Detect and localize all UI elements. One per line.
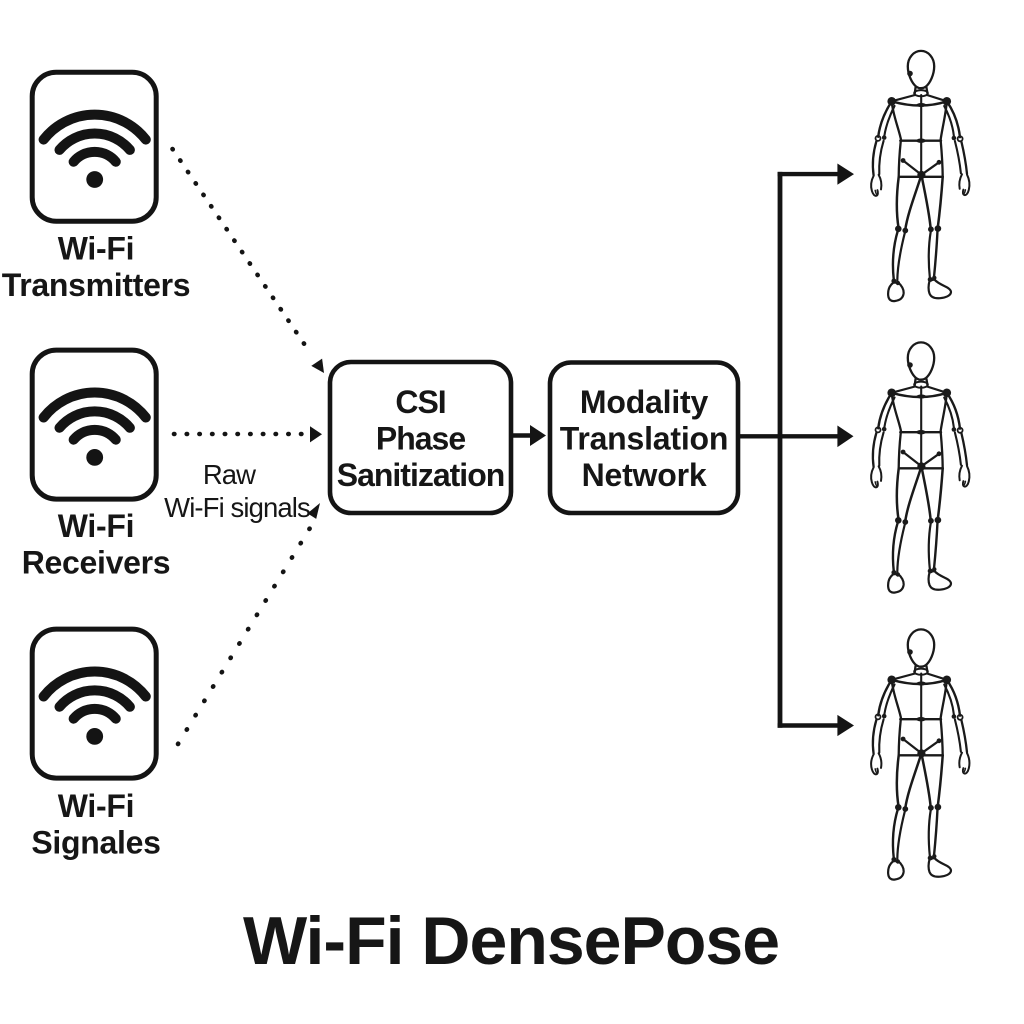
svg-text:Wi-Fi signals: Wi-Fi signals bbox=[164, 492, 310, 523]
svg-text:Wi-Fi: Wi-Fi bbox=[58, 508, 134, 544]
svg-text:Signales: Signales bbox=[31, 824, 160, 860]
svg-text:Modality: Modality bbox=[580, 384, 709, 420]
svg-text:Transmitters: Transmitters bbox=[2, 267, 190, 303]
svg-text:Sanitization: Sanitization bbox=[337, 457, 505, 493]
svg-text:Wi-Fi: Wi-Fi bbox=[58, 231, 134, 267]
svg-text:Wi-Fi: Wi-Fi bbox=[58, 788, 134, 824]
svg-text:CSI: CSI bbox=[395, 384, 445, 420]
svg-text:Network: Network bbox=[582, 457, 707, 493]
svg-text:Raw: Raw bbox=[203, 459, 256, 490]
svg-text:Receivers: Receivers bbox=[22, 544, 171, 580]
svg-text:Phase: Phase bbox=[376, 421, 465, 457]
svg-text:Translation: Translation bbox=[560, 421, 729, 457]
svg-text:Wi-Fi DensePose: Wi-Fi DensePose bbox=[243, 903, 779, 979]
